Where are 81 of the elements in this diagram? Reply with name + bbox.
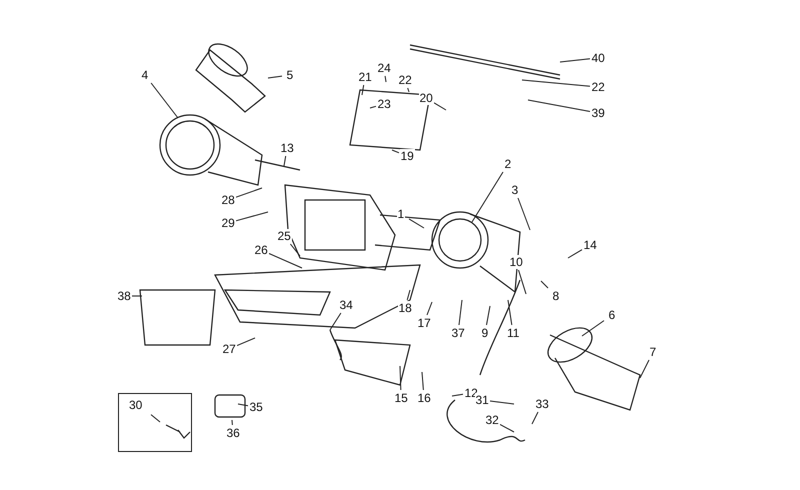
callout-number: 3 — [510, 183, 520, 197]
leader-line — [422, 372, 424, 390]
leader-line — [458, 300, 462, 326]
leader-line — [490, 400, 514, 404]
leader-line — [232, 420, 233, 426]
leader-line — [518, 198, 530, 230]
leader-line — [284, 156, 286, 166]
callout-number: 30 — [129, 398, 142, 412]
callout-number: 40 — [590, 51, 606, 65]
leader-line — [290, 244, 300, 256]
callout-number: 31 — [474, 393, 490, 407]
callout-number: 34 — [338, 298, 354, 312]
callout-number: 21 — [358, 70, 373, 84]
callout-number: 38 — [116, 289, 132, 303]
leader-line — [268, 253, 302, 268]
inset-box — [118, 393, 192, 452]
leader-line — [568, 249, 582, 258]
leader-line — [392, 150, 400, 154]
leader-line — [150, 414, 160, 422]
leader-line — [408, 218, 424, 228]
leader-line — [522, 80, 590, 87]
callout-number: 8 — [552, 289, 560, 303]
leader-line — [452, 394, 464, 396]
leader-line — [640, 360, 650, 378]
leader-line — [150, 82, 178, 118]
callout-number: 37 — [450, 326, 466, 340]
callout-number: 10 — [508, 255, 524, 269]
callout-number: 4 — [140, 68, 150, 82]
callout-number: 18 — [398, 301, 413, 315]
callout-number: 2 — [504, 157, 512, 171]
callout-number: 24 — [376, 61, 392, 75]
callout-number: 7 — [648, 345, 658, 359]
callout-number: 9 — [480, 326, 490, 340]
callout-number: 20 — [418, 91, 434, 105]
leader-line — [518, 270, 526, 294]
leader-line — [400, 366, 402, 390]
callout-number: 5 — [286, 68, 294, 82]
leader-line — [560, 58, 590, 62]
callout-number: 23 — [376, 97, 392, 111]
leader-line — [486, 306, 490, 326]
callout-number: 32 — [484, 413, 500, 427]
callout-number: 14 — [582, 238, 598, 252]
callout-number: 28 — [220, 193, 236, 207]
leader-line — [528, 100, 590, 112]
leader-line — [236, 188, 262, 198]
leader-line — [582, 320, 604, 336]
callout-number: 25 — [276, 229, 292, 243]
callout-number: 19 — [400, 149, 415, 163]
callout-number: 36 — [226, 426, 241, 440]
leader-line — [426, 302, 432, 316]
callout-number: 16 — [416, 391, 432, 405]
callout-number: 22 — [590, 80, 606, 94]
leader-line — [330, 312, 342, 330]
leader-line — [407, 88, 410, 92]
callout-number: 17 — [416, 316, 432, 330]
leader-line — [236, 338, 256, 346]
leader-line — [238, 404, 248, 406]
callout-number: 39 — [590, 106, 606, 120]
callout-number: 29 — [220, 216, 236, 230]
leader-line — [500, 424, 514, 432]
callout-number: 22 — [398, 73, 413, 87]
leader-line — [268, 76, 282, 78]
callout-number: 27 — [222, 342, 237, 356]
callout-number: 11 — [506, 326, 520, 340]
leader-line — [532, 412, 538, 424]
callout-number: 26 — [254, 243, 269, 257]
callout-number: 35 — [248, 400, 264, 414]
leader-line — [370, 106, 376, 108]
leader-line — [540, 280, 548, 288]
callout-number: 1 — [396, 207, 406, 221]
leader-line — [362, 84, 364, 96]
leader-line — [434, 102, 446, 110]
callout-number: 6 — [608, 308, 616, 322]
callout-number: 33 — [534, 397, 550, 411]
leader-line — [508, 300, 512, 326]
leader-line — [384, 76, 386, 82]
leader-line — [472, 172, 504, 222]
callout-number: 15 — [394, 391, 409, 405]
leader-line — [406, 290, 410, 300]
leader-line — [236, 212, 268, 222]
callout-number: 13 — [280, 141, 295, 155]
